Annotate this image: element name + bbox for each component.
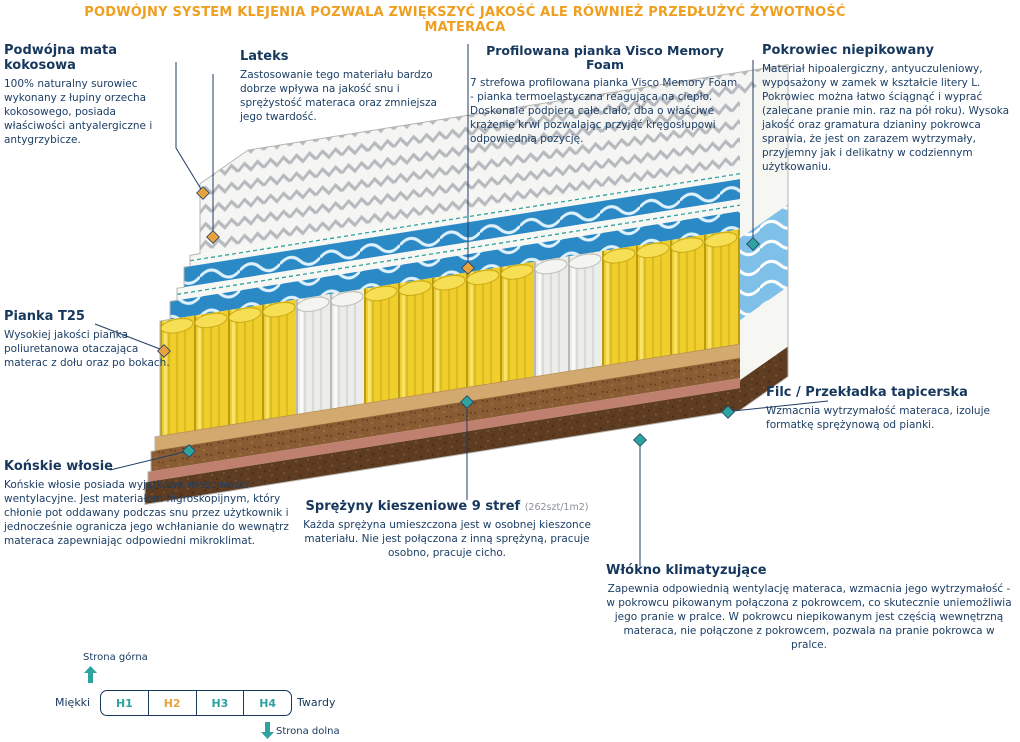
hardness-scale: Strona górna Miękki H1 H2 H3 H4 Twardy S… [50, 650, 360, 742]
horsehair-title: Końskie włosie [4, 459, 113, 474]
layer-coconut-mat-bottom [151, 358, 740, 472]
callout-foam-t25: Pianka T25 Wysokiej jakości pianka poliu… [4, 309, 176, 371]
end-face-wave [740, 204, 788, 321]
hard-label: Twardy [297, 696, 336, 709]
felt-desc: Wzmacnia wytrzymałość materaca, izoluje … [766, 404, 990, 431]
foam-t25-title: Pianka T25 [4, 309, 85, 324]
visco-desc: 7 strefowa profilowana pianka Visco Memo… [470, 76, 738, 145]
callout-cover: Pokrowiec niepikowany Materiał hipoalerg… [762, 43, 1016, 175]
latex-desc: Zastosowanie tego materiału bardzo dobrz… [240, 68, 437, 123]
layer-visco-wave-2 [170, 211, 740, 320]
mattress-illustration [144, 63, 789, 505]
hardness-levels-box: H1 H2 H3 H4 [100, 690, 292, 716]
coconut-mat-desc: 100% naturalny surowiec wykonany z łupin… [4, 77, 153, 146]
callout-coconut-mat: Podwójna mata kokosowa 100% naturalny su… [4, 43, 180, 148]
foam-t25-desc: Wysokiej jakości pianka poliuretanowa ot… [4, 328, 170, 369]
soft-label: Miękki [55, 696, 91, 709]
pocket-springs-title: Sprężyny kieszeniowe 9 stref (262szt/1m2… [298, 499, 596, 515]
white-spring-caps-2 [534, 250, 602, 277]
cover-title: Pokrowiec niepikowany [762, 43, 934, 58]
hardness-level-h3: H3 [197, 691, 245, 715]
climate-fiber-title: Włókno klimatyzujące [606, 563, 767, 578]
pocket-springs-desc: Każda sprężyna umieszczona jest w osobne… [303, 518, 591, 559]
callout-felt: Filc / Przekładka tapicerska Wzmacnia wy… [766, 385, 1014, 433]
layer-visco-wave-1 [184, 179, 740, 288]
white-spring-caps-1 [296, 288, 364, 315]
callout-pocket-springs: Sprężyny kieszeniowe 9 stref (262szt/1m2… [298, 499, 596, 561]
callout-latex: Lateks Zastosowanie tego materiału bardz… [240, 49, 460, 125]
visco-title: Profilowana pianka Visco Memory Foam [486, 43, 724, 73]
layer-horsehair [148, 378, 740, 482]
end-face-base [740, 346, 788, 411]
layer-cover-back [200, 64, 788, 184]
coconut-mat-title: Podwójna mata kokosowa [4, 43, 118, 73]
callout-climate-fiber: Włókno klimatyzujące Zapewnia odpowiedni… [606, 563, 1012, 653]
down-arrow-icon [261, 722, 274, 739]
layer-base-foam [145, 388, 740, 505]
white-springs-1 [296, 288, 364, 415]
horsehair-desc: Końskie włosie posiada wyjątkowe właściw… [4, 478, 289, 547]
pocket-springs-count: (262szt/1m2) [524, 502, 589, 513]
bottom-side-label: Strona dolna [276, 726, 340, 737]
glue-line-2 [177, 204, 740, 295]
latex-title: Lateks [240, 49, 289, 64]
cover-desc: Materiał hipoalergiczny, antyuczuleniowy… [762, 62, 1010, 173]
hardness-level-h1: H1 [101, 691, 149, 715]
top-side-label: Strona górna [83, 652, 148, 663]
page-title: PODWÓJNY SYSTEM KLEJENIA POZWALA ZWIĘKSZ… [84, 5, 846, 35]
glue-line-1 [190, 172, 740, 262]
felt-title: Filc / Przekładka tapicerska [766, 385, 968, 400]
hardness-level-h2: H2 [149, 691, 197, 715]
mattress-outline [144, 63, 789, 505]
climate-fiber-desc: Zapewnia odpowiednią wentylację materaca… [606, 582, 1012, 651]
hardness-level-h4: H4 [259, 696, 277, 710]
pocket-springs-title-text: Sprężyny kieszeniowe 9 stref [305, 499, 521, 514]
up-arrow-icon [84, 666, 97, 683]
layer-cover [200, 98, 740, 254]
white-springs-2 [534, 250, 602, 377]
callout-visco-foam: Profilowana pianka Visco Memory Foam 7 s… [470, 43, 740, 147]
callout-horsehair: Końskie włosie Końskie włosie posiada wy… [4, 459, 296, 549]
